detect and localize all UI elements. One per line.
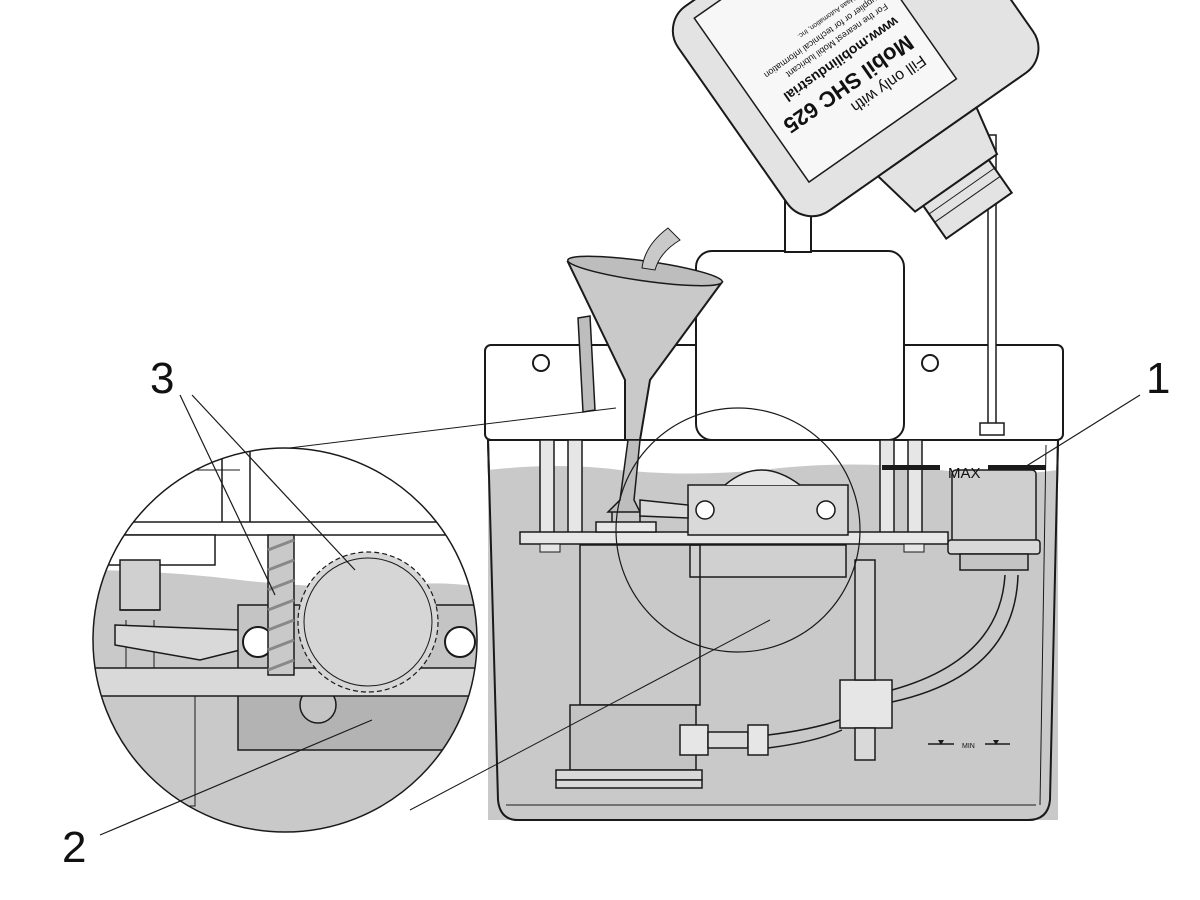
motor-housing — [695, 199, 905, 441]
level-sensor: MAX — [882, 465, 1046, 571]
max-label: MAX — [948, 465, 981, 482]
hose-assembly — [679, 559, 1019, 761]
callout-3: 3 — [150, 354, 174, 403]
callout-leaders — [99, 394, 1141, 836]
min-label: MIN — [962, 743, 975, 750]
level-rod — [979, 134, 1005, 436]
min-marker: MIN — [928, 740, 1010, 750]
magnify-leader-bottom — [409, 619, 771, 811]
callout-1: 1 — [1146, 354, 1170, 403]
callout-2: 2 — [62, 823, 86, 872]
oil-bottle: Fill only with Mobil SHC 625 www.mobilin… — [671, 0, 1040, 240]
magnified-detail — [92, 447, 478, 833]
filler-cap — [577, 315, 596, 413]
magnify-leader-top — [272, 407, 617, 451]
funnel — [566, 255, 724, 533]
detail-source-circle — [615, 407, 861, 653]
pump-gear — [297, 551, 439, 693]
suction-filter — [555, 544, 703, 789]
oil-stream — [641, 227, 681, 271]
gear-pump — [687, 469, 849, 578]
